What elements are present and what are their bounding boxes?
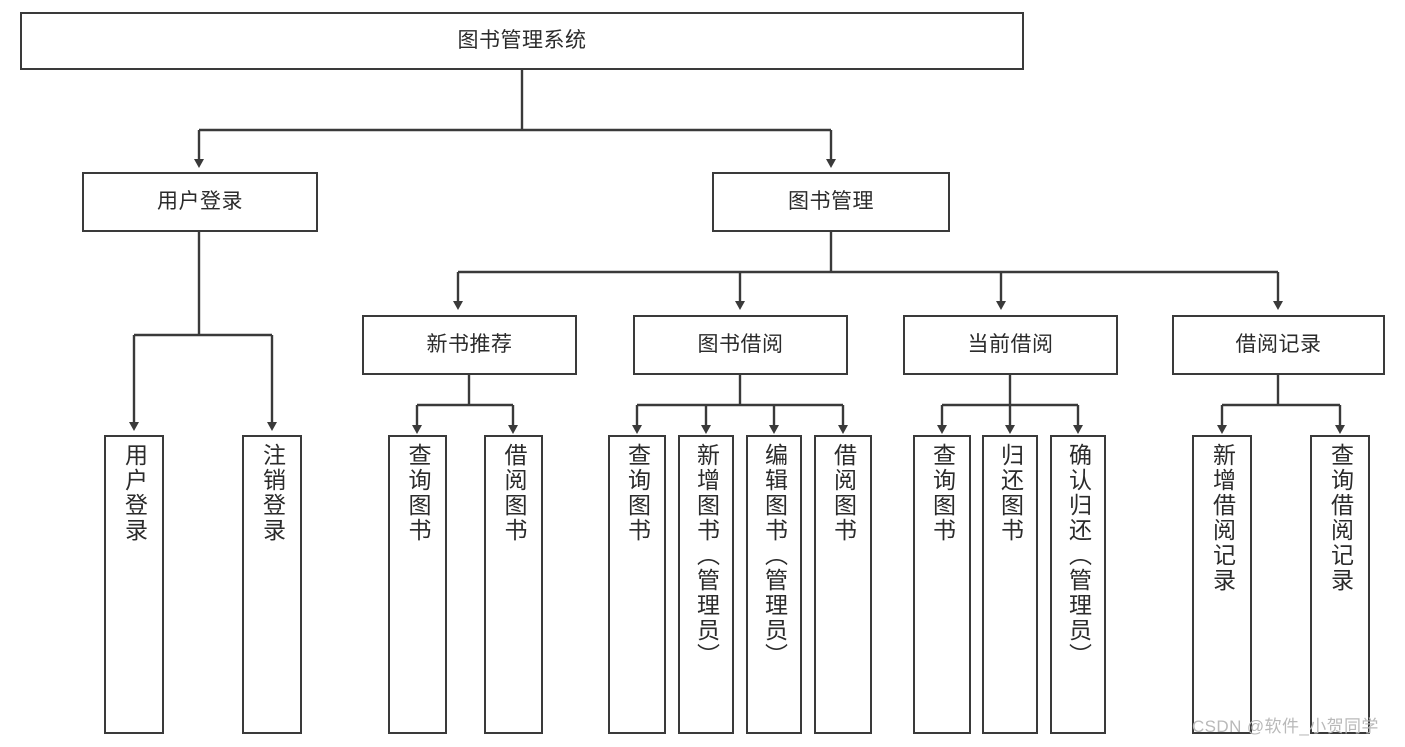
node-leaf-query-book-1[interactable]: 查询图书 [388,435,447,734]
node-leaf-logout-label: 注销登录 [259,443,286,543]
node-book-manage-label: 图书管理 [788,190,874,214]
node-leaf-user-login-label: 用户登录 [121,443,148,543]
node-leaf-borrow-book-1-label: 借阅图书 [501,443,527,543]
node-new-book-rec[interactable]: 新书推荐 [362,315,577,375]
node-leaf-confirm-return[interactable]: 确认归还（管理员） [1050,435,1106,734]
node-leaf-logout[interactable]: 注销登录 [242,435,302,734]
node-leaf-query-book-2-label: 查询图书 [624,443,651,543]
node-leaf-query-record[interactable]: 查询借阅记录 [1310,435,1370,734]
node-leaf-add-book[interactable]: 新增图书（管理员） [678,435,734,734]
node-leaf-edit-book-label: 编辑图书（管理员） [761,443,788,668]
node-new-book-rec-label: 新书推荐 [426,333,513,357]
node-leaf-borrow-book-2-label: 借阅图书 [830,443,857,543]
node-root-label: 图书管理系统 [457,29,587,53]
node-book-manage[interactable]: 图书管理 [712,172,950,232]
node-leaf-confirm-return-label: 确认归还（管理员） [1065,443,1092,668]
node-leaf-add-record-label: 新增借阅记录 [1209,443,1236,593]
node-leaf-return-book-label: 归还图书 [997,443,1024,543]
node-leaf-query-book-1-label: 查询图书 [405,443,431,543]
node-borrow-record[interactable]: 借阅记录 [1172,315,1385,375]
node-borrow-record-label: 借阅记录 [1235,333,1322,357]
node-leaf-query-record-label: 查询借阅记录 [1327,443,1354,593]
node-leaf-user-login[interactable]: 用户登录 [104,435,164,734]
node-current-borrow[interactable]: 当前借阅 [903,315,1118,375]
csdn-watermark: CSDN @软件_小贺同学 [1192,717,1379,736]
node-current-borrow-label: 当前借阅 [967,333,1054,357]
node-leaf-return-book[interactable]: 归还图书 [982,435,1038,734]
node-leaf-query-book-3-label: 查询图书 [929,443,956,543]
node-leaf-query-book-3[interactable]: 查询图书 [913,435,971,734]
node-root[interactable]: 图书管理系统 [20,12,1024,70]
node-user-login[interactable]: 用户登录 [82,172,318,232]
node-leaf-borrow-book-1[interactable]: 借阅图书 [484,435,543,734]
node-leaf-add-record[interactable]: 新增借阅记录 [1192,435,1252,734]
node-leaf-query-book-2[interactable]: 查询图书 [608,435,666,734]
node-leaf-add-book-label: 新增图书（管理员） [693,443,720,668]
node-leaf-borrow-book-2[interactable]: 借阅图书 [814,435,872,734]
node-user-login-label: 用户登录 [157,190,243,214]
node-leaf-edit-book[interactable]: 编辑图书（管理员） [746,435,802,734]
node-book-borrow[interactable]: 图书借阅 [633,315,848,375]
node-book-borrow-label: 图书借阅 [697,333,784,357]
